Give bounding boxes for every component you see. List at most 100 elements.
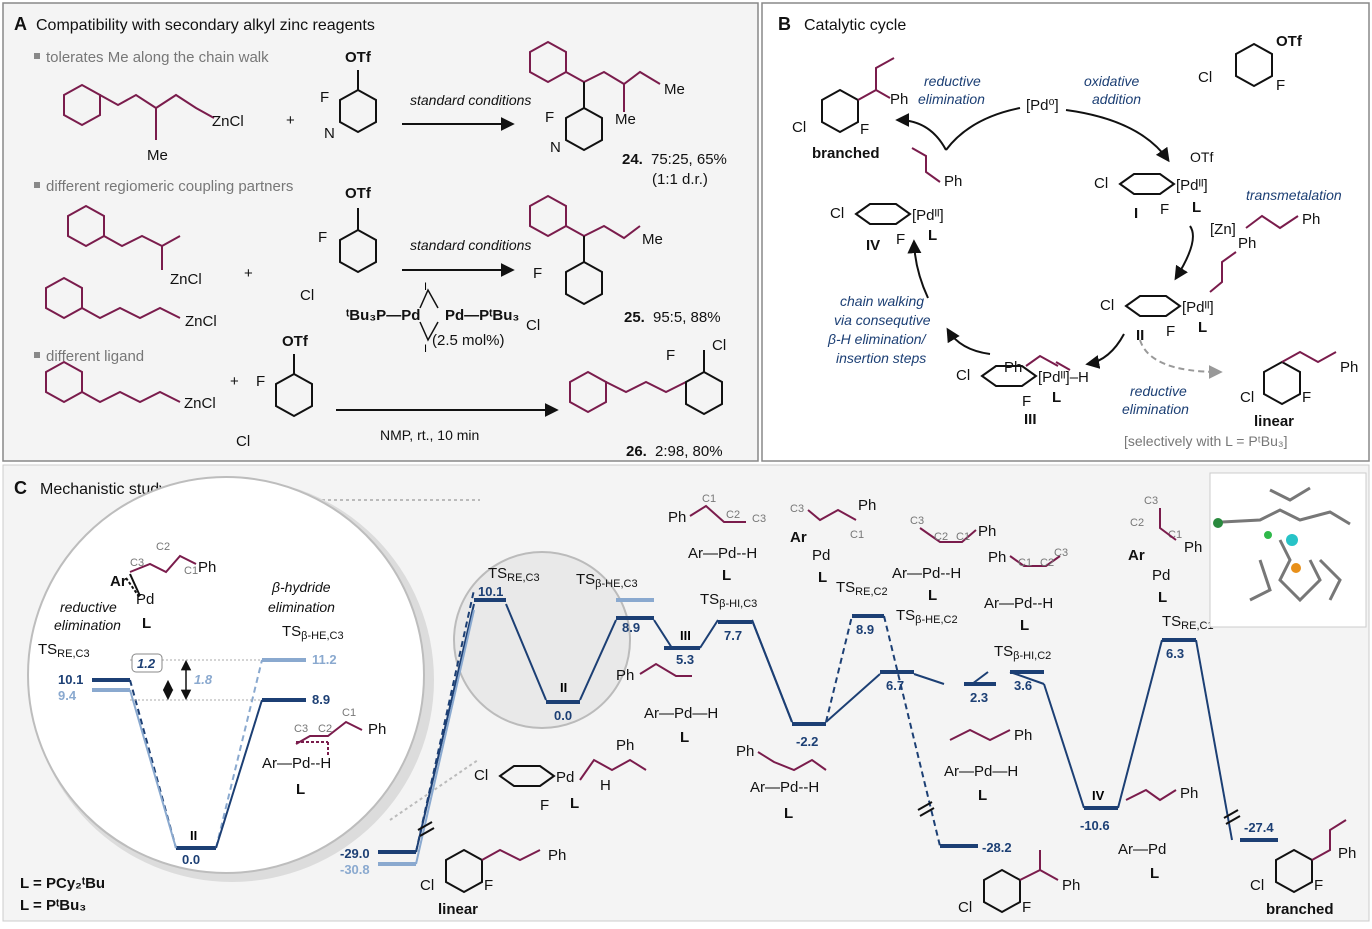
profile-light-1 [415,609,475,865]
row2-otf: OTf [345,185,372,202]
svg-text:Ar—Pd—H: Ar—Pd—H [644,705,718,722]
row2-prod-cl: Cl [526,317,540,334]
branched-product-right [1275,819,1347,894]
step-tm: transmetalation [1246,187,1342,203]
linear-b-ph: Ph [1340,359,1358,376]
branched-mid-ph: Ph [1062,877,1080,894]
int-ii-pd: [Pdᴵᴵ] [1182,299,1214,316]
int-iii-f: F [1022,393,1031,410]
row2-reagent-b [45,276,181,320]
svg-text:C1: C1 [850,529,864,541]
row1-pyridine [339,70,377,134]
product-24-label: 24. [622,151,643,168]
struct-ii-main: Cl Pd Ph H F L [474,737,647,814]
svg-text:Ph: Ph [1180,785,1198,802]
int-i-arene [1118,173,1176,195]
svg-text:L: L [1150,865,1159,882]
plus: + [286,112,295,129]
inset-val-00: 0.0 [182,852,200,867]
lbl-iii: III [680,628,691,643]
branched-ph: Ph [890,91,908,108]
linear-b-label: linear [1254,413,1294,430]
inset-re-l: L [142,615,151,632]
product-26-label: 26. [626,443,647,460]
panel-c-letter: C [14,478,27,498]
struct-min2: Ph Ar—Pd—H L [944,727,1032,804]
product-24-detail: 75:25, 65% [651,151,727,168]
val-iv: -10.6 [1080,818,1110,833]
inset-bh-l: L [296,781,305,798]
branched-f: F [860,121,869,138]
struct-ts-re-c2: C3 Ph Ar Pd L C1 [790,497,876,586]
svg-text:Ar—Pd--H: Ar—Pd--H [750,779,819,796]
val-ts4: 8.9 [856,622,874,637]
svg-text:C2: C2 [726,509,740,521]
linear-b-note: [selectively with L = PᵗBu₃] [1124,433,1288,449]
svg-text:H: H [600,777,611,794]
int-iii-alkene [1055,361,1071,371]
row2-conditions: standard conditions [410,237,531,253]
row3-product [569,350,723,416]
int-i-l: L [1192,199,1201,216]
plus: + [230,373,239,390]
val-ts2: 8.9 [622,620,640,635]
svg-text:Cl: Cl [474,767,488,784]
zn-ph: Ph [1302,211,1320,228]
val-min1: -2.2 [796,734,818,749]
row3-cl: Cl [236,433,250,450]
inset-val-94: 9.4 [58,688,77,703]
svg-text:C2: C2 [934,531,948,543]
product-25-label: 25. [624,309,645,326]
val-ts5: 6.7 [886,678,904,693]
pd0: [Pd⁰] [1026,97,1059,114]
step-re-3: reductive [1130,383,1187,399]
int-iv-f: F [896,231,905,248]
svg-text:Ph: Ph [616,667,634,684]
branched-label: branched [812,145,880,162]
row1-prod-me1: Me [664,81,685,98]
svg-text:Ar—Pd—H: Ar—Pd—H [944,763,1018,780]
ligand-dark: L = PCy₂ᵗBu [20,875,105,892]
step-re-1: reductive [924,73,981,89]
svg-text:C3: C3 [1144,495,1158,507]
inset-re-2: elimination [54,617,121,633]
int-iv-l: L [928,227,937,244]
svg-text:Ph: Ph [988,549,1006,566]
svg-text:Pd: Pd [1152,567,1170,584]
row3-otf: OTf [282,333,309,350]
svg-text:Ph: Ph [1014,727,1032,744]
step-cw-2: via consequtive [834,312,931,328]
int-ii-ph: Ph [1238,235,1256,252]
val-ts6: 3.6 [1014,678,1032,693]
bullet-marker [34,352,40,358]
svg-text:Ar: Ar [1128,547,1145,564]
int-iii-ph: Ph [1004,359,1022,376]
row3-bridging-iodides [419,288,439,342]
row1-conditions: standard conditions [410,92,531,108]
step-cw-3: β-H elimination/ [827,331,928,347]
row1-product [529,40,661,152]
inset-conn-3 [215,659,263,849]
small-ii: II [560,680,567,695]
row1-prod-n: N [550,139,561,156]
branched-mid-f: F [1022,899,1031,916]
branched-product-mid [983,850,1059,914]
panel-b-box [761,2,1370,462]
int-ii-label: II [1136,327,1144,344]
inset-re-c1: C1 [184,565,198,577]
inset-bh-2: elimination [268,599,335,615]
int-iv-cl: Cl [830,205,844,222]
row3-prod-cl: Cl [712,337,726,354]
step-re-2: elimination [918,91,985,107]
int-iv-chain [911,147,941,183]
plus: + [244,265,253,282]
svg-text:L: L [722,567,731,584]
inset-bh-arpd: Ar—Pd--H [262,755,331,772]
linear-c-ph: Ph [548,847,566,864]
int-ii-f: F [1166,323,1175,340]
svg-text:Ar—Pd--H: Ar—Pd--H [984,595,1053,612]
aryl-triflate-otf: OTf [1276,33,1303,50]
val-br1: -28.2 [982,840,1012,855]
svg-text:Pd: Pd [812,547,830,564]
